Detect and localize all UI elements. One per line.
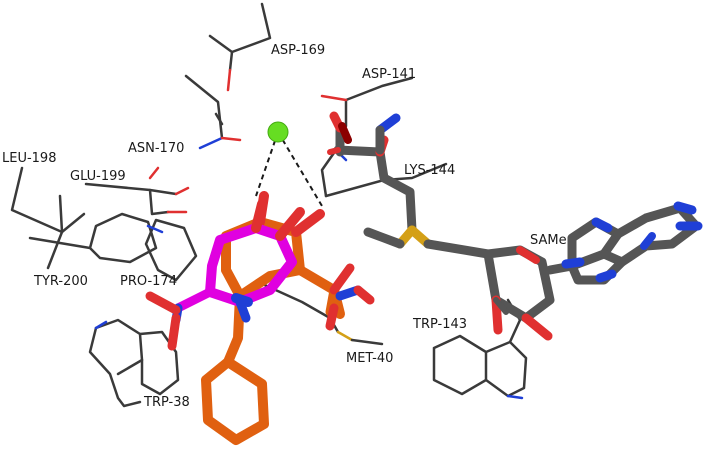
label-trp38: TRP-38 bbox=[143, 395, 190, 410]
same-molecule bbox=[327, 111, 703, 341]
label-asp141: ASP-141 bbox=[362, 67, 416, 82]
residue-pro174 bbox=[144, 218, 198, 282]
label-tyr200: TYR-200 bbox=[33, 274, 88, 289]
label-asn170: ASN-170 bbox=[128, 141, 184, 156]
magenta-ligand bbox=[145, 199, 305, 351]
label-same: SAMe bbox=[530, 233, 567, 248]
label-trp143: TRP-143 bbox=[412, 317, 467, 332]
residue-asp141 bbox=[320, 76, 414, 128]
label-met40: MET-40 bbox=[346, 351, 393, 366]
metal-ion bbox=[255, 121, 323, 207]
label-leu198: LEU-198 bbox=[2, 151, 56, 166]
label-glu199: GLU-199 bbox=[70, 169, 126, 184]
residue-asp169 bbox=[208, 2, 272, 92]
label-asp169: ASP-169 bbox=[271, 43, 325, 58]
residue-glu199 bbox=[84, 166, 190, 216]
residue-leu198 bbox=[10, 166, 86, 270]
residue-trp38 bbox=[88, 318, 180, 408]
label-pro174: PRO-174 bbox=[120, 274, 177, 289]
residue-asn170 bbox=[184, 74, 242, 150]
label-lys144: LYS-144 bbox=[404, 163, 455, 178]
residue-tyr200 bbox=[28, 212, 158, 264]
